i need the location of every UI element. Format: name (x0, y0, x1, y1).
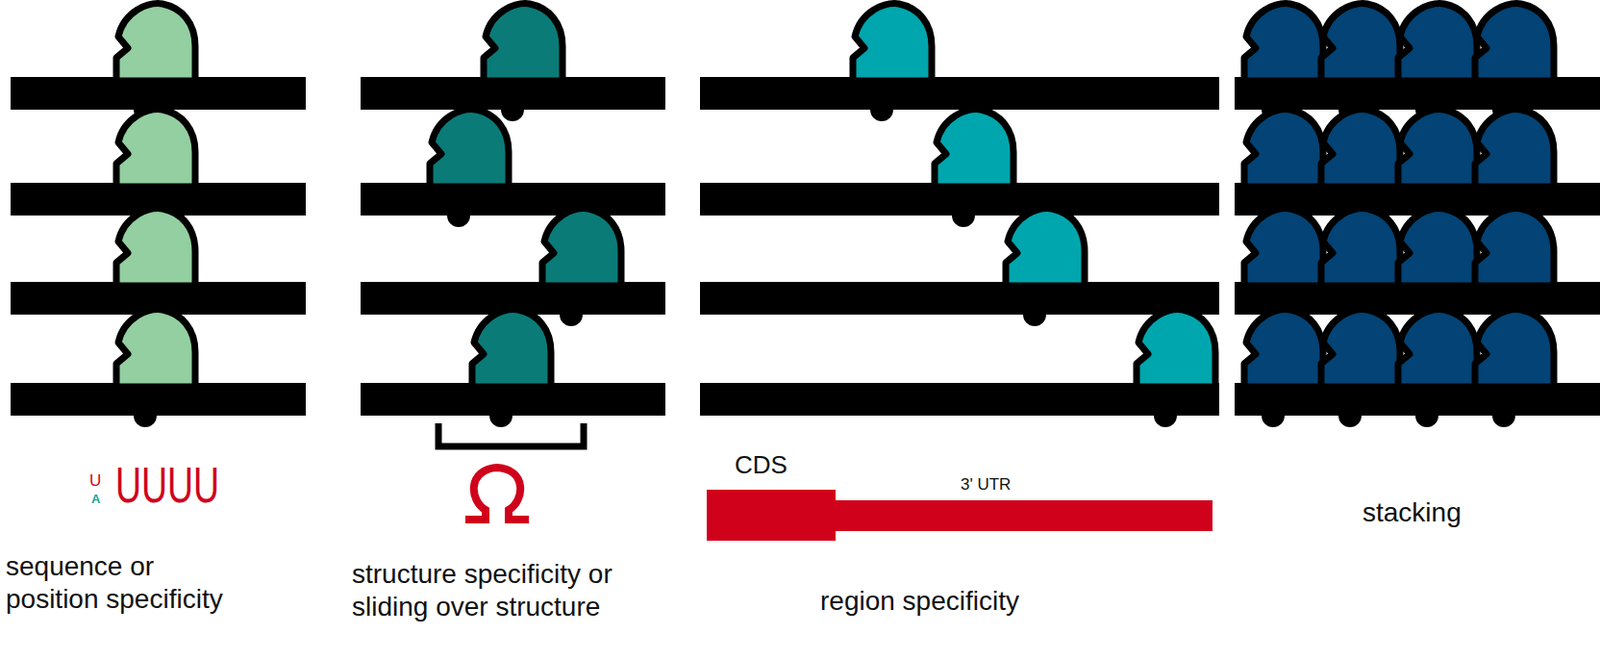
panel-caption: region specificity (820, 584, 1020, 618)
panel-stacking (1234, 3, 1600, 427)
omega-symbol (465, 467, 529, 520)
protein (1398, 3, 1477, 122)
protein (116, 3, 196, 122)
logo-letter: U (89, 472, 101, 489)
rna-strand (700, 76, 1220, 110)
protein (542, 208, 622, 326)
panel-caption: structure specificity or sliding over st… (351, 557, 641, 623)
region-name: CDS (706, 450, 836, 480)
region-bar (706, 489, 836, 541)
logo-letters: UUUU (115, 459, 220, 510)
protein (472, 309, 551, 427)
protein (934, 109, 1014, 227)
utr-region: 3' UTR (831, 475, 1213, 531)
protein (1321, 309, 1400, 427)
protein (483, 3, 563, 122)
rna-strand (360, 182, 666, 216)
panel-caption: sequence or position specificity (5, 550, 237, 615)
protein (429, 109, 509, 227)
protein (116, 309, 196, 427)
protein (1005, 208, 1085, 326)
cds-region: CDS (706, 450, 836, 541)
region-name: 3' UTR (831, 475, 1213, 495)
protein (1244, 3, 1324, 122)
protein (1475, 309, 1554, 427)
panel-caption: stacking (1362, 496, 1462, 529)
protein (852, 3, 932, 122)
logo-letter: A (91, 492, 100, 505)
rna-strand (700, 281, 1220, 315)
protein (1398, 309, 1477, 427)
protein (1136, 309, 1216, 427)
region-bar (831, 500, 1213, 531)
panel-sequence (10, 3, 306, 427)
panel-region (700, 3, 1220, 427)
panel-structure (360, 3, 666, 520)
protein (1475, 3, 1554, 122)
protein (1244, 309, 1324, 427)
bracket (438, 423, 584, 447)
protein (1321, 3, 1400, 122)
